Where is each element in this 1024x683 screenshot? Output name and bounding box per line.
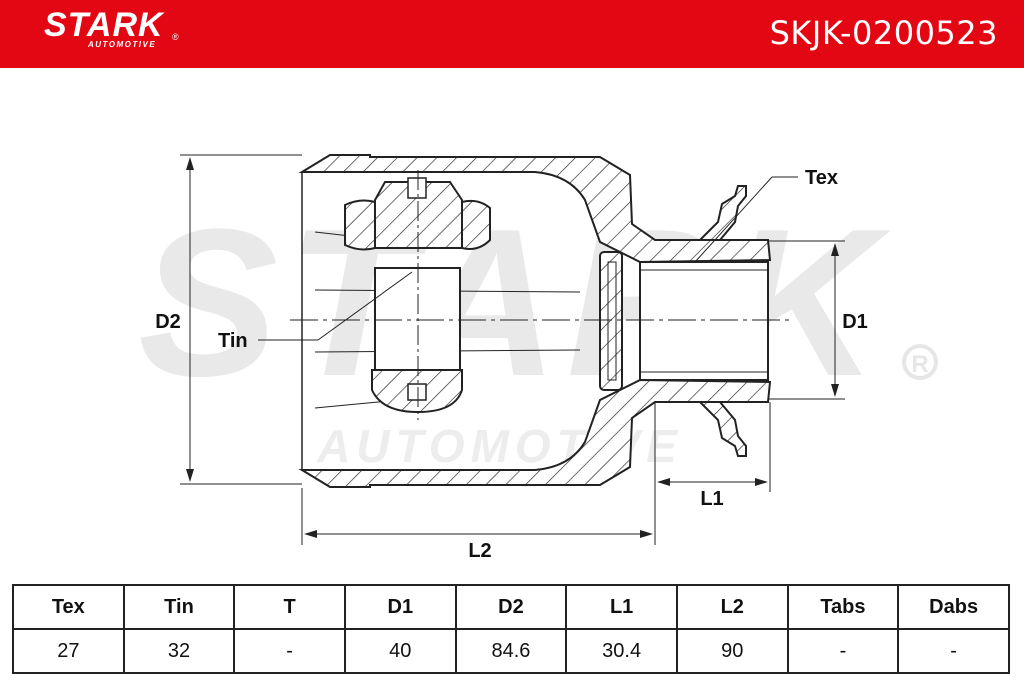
d1-arrow-top	[831, 243, 839, 256]
spec-value-tex: 27	[12, 628, 125, 674]
spec-value-d2: 84.6	[454, 628, 568, 674]
d2-label: D2	[155, 311, 181, 333]
logo-subtext: AUTOMOTIVE	[88, 40, 157, 49]
d1-label: D1	[842, 311, 868, 333]
cv-joint-diagram: STARK AUTOMOTIVE R D2 D1	[138, 154, 938, 562]
boot-profile-upper	[697, 185, 747, 241]
tripod-roller-upper	[344, 199, 376, 251]
spec-value-d1: 40	[343, 628, 457, 674]
spec-header-tex: Tex	[12, 584, 125, 630]
tin-label: Tin	[218, 330, 248, 352]
spec-value-tabs: -	[786, 628, 900, 674]
l2-arrow-left	[304, 530, 317, 538]
housing-lower	[298, 378, 772, 488]
spec-header-t: T	[233, 584, 346, 630]
spec-header-dabs: Dabs	[897, 584, 1010, 630]
spec-header-tabs: Tabs	[786, 584, 900, 630]
spec-value-dabs: -	[897, 628, 1010, 674]
seal-ring-inner	[607, 261, 617, 381]
tripod-lower-cap	[407, 383, 427, 401]
stark-logo: STARK ® AUTOMOTIVE	[44, 6, 179, 49]
spec-table-value-row: 27 32 - 40 84.6 30.4 90 - -	[12, 628, 1010, 674]
spec-value-tin: 32	[122, 628, 236, 674]
l2-arrow-right	[640, 530, 653, 538]
l1-arrow-left	[657, 478, 670, 486]
d1-arrow-bottom	[831, 384, 839, 397]
spec-header-l1: L1	[565, 584, 678, 630]
spec-header-tin: Tin	[122, 584, 236, 630]
stub-bore	[639, 261, 769, 381]
tripod-arm-cap	[407, 177, 427, 199]
housing-upper	[298, 154, 772, 264]
spec-table: Tex Tin T D1 D2 L1 L2 Tabs Dabs 27 32 - …	[12, 584, 1010, 674]
d2-arrow-top	[186, 157, 194, 170]
spec-header-l2: L2	[675, 584, 789, 630]
watermark-registered-letter: R	[911, 351, 928, 378]
part-number: SKJK-0200523	[769, 14, 998, 52]
logo-registered: ®	[172, 32, 179, 42]
l1-arrow-right	[755, 478, 768, 486]
tex-label: Tex	[805, 167, 838, 189]
d2-arrow-bottom	[186, 469, 194, 482]
l1-label: L1	[700, 488, 723, 510]
seal-ring	[599, 251, 623, 391]
tex-leader	[694, 176, 773, 263]
watermark-text: STARK	[138, 185, 891, 420]
boot-profile-lower	[697, 401, 747, 457]
spec-table-header-row: Tex Tin T D1 D2 L1 L2 Tabs Dabs	[12, 584, 1010, 630]
housing-cavity	[301, 171, 535, 471]
tripod-roller-upper-right	[461, 199, 491, 250]
spec-header-d2: D2	[454, 584, 568, 630]
tin-leader-diag	[317, 271, 413, 341]
spec-value-l1: 30.4	[565, 628, 678, 674]
spec-header-d1: D1	[343, 584, 457, 630]
header-bar: STARK ® AUTOMOTIVE SKJK-0200523	[0, 0, 1024, 68]
spec-value-t: -	[233, 628, 346, 674]
watermark-registered-icon	[902, 344, 938, 380]
watermark: STARK AUTOMOTIVE R	[138, 185, 938, 472]
spec-value-l2: 90	[675, 628, 789, 674]
l2-label: L2	[468, 540, 491, 562]
logo-text: STARK	[44, 6, 164, 44]
